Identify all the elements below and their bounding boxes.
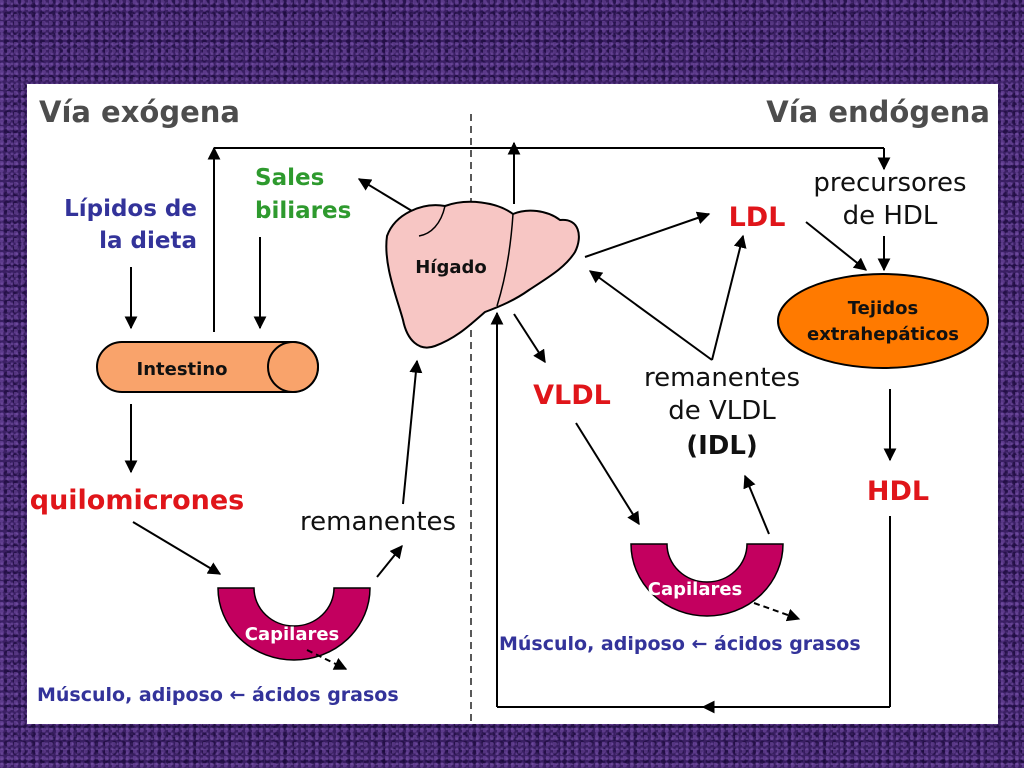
intestine (96, 341, 319, 393)
arrow-idl-to-liver (588, 270, 713, 361)
capillaries-right-label: Capilares (648, 579, 743, 600)
arrow-capillaries-fatty-acids-left (306, 649, 348, 670)
arrow-remnants-to-liver (402, 359, 423, 505)
arrow-liver-to-bile (357, 178, 413, 212)
arrow-liver-to-vldl (513, 313, 546, 364)
arrow-chylomicrons-to-capillaries (132, 521, 222, 575)
chylomicrons-label: quilomicrones (30, 485, 244, 516)
vldl-remnants-label-2: de VLDL (668, 396, 776, 426)
arrow-capillaries-fatty-acids-right (753, 602, 801, 622)
arrow-idl-to-ldl (711, 234, 747, 361)
arrow-liver-to-ldl-label (584, 211, 711, 258)
hdl-precursors-label-1: precursores (813, 168, 966, 198)
tissues-label-1: Tejidos (848, 298, 918, 319)
extrahepatic-tissues (777, 273, 989, 369)
lipoprotein-diagram: Vía exógena Vía endógena Lípidos de la d… (30, 95, 990, 724)
liver (385, 200, 580, 349)
hdl-label: HDL (867, 476, 929, 507)
vldl-remnants-label-3: (IDL) (686, 431, 758, 461)
dietary-lipids-label-1: Lípidos de (64, 196, 197, 222)
hdl-precursors-label-2: de HDL (843, 201, 938, 231)
muscle-adipose-left: Músculo, adiposo ← ácidos grasos (37, 684, 399, 706)
muscle-adipose-right: Músculo, adiposo ← ácidos grasos (499, 633, 861, 655)
vldl-label: VLDL (533, 380, 611, 411)
intestine-label: Intestino (137, 359, 228, 380)
bile-salts-label-2: biliares (255, 198, 351, 224)
arrow-capillaries-to-idl (743, 474, 770, 535)
capillaries-left-label: Capilares (245, 624, 340, 645)
ldl-label: LDL (729, 202, 786, 233)
diagram-panel: Vía exógena Vía endógena Lípidos de la d… (27, 84, 998, 724)
arrow-ldl-to-tissues (805, 221, 868, 271)
capillaries-left (217, 587, 371, 661)
bile-salts-label-1: Sales (255, 165, 324, 191)
arrow-capillaries-to-remnants (376, 544, 403, 578)
tissues-label-2: extrahepáticos (807, 324, 959, 345)
dietary-lipids-label-2: la dieta (99, 228, 197, 254)
remnants-label: remanentes (300, 507, 456, 537)
vldl-remnants-label-1: remanentes (644, 363, 800, 393)
capillaries-right (630, 543, 784, 617)
arrow-vldl-to-capillaries (575, 422, 640, 526)
title-exogenous: Vía exógena (39, 95, 240, 129)
title-endogenous: Vía endógena (766, 95, 990, 129)
liver-label: Hígado (415, 257, 487, 278)
